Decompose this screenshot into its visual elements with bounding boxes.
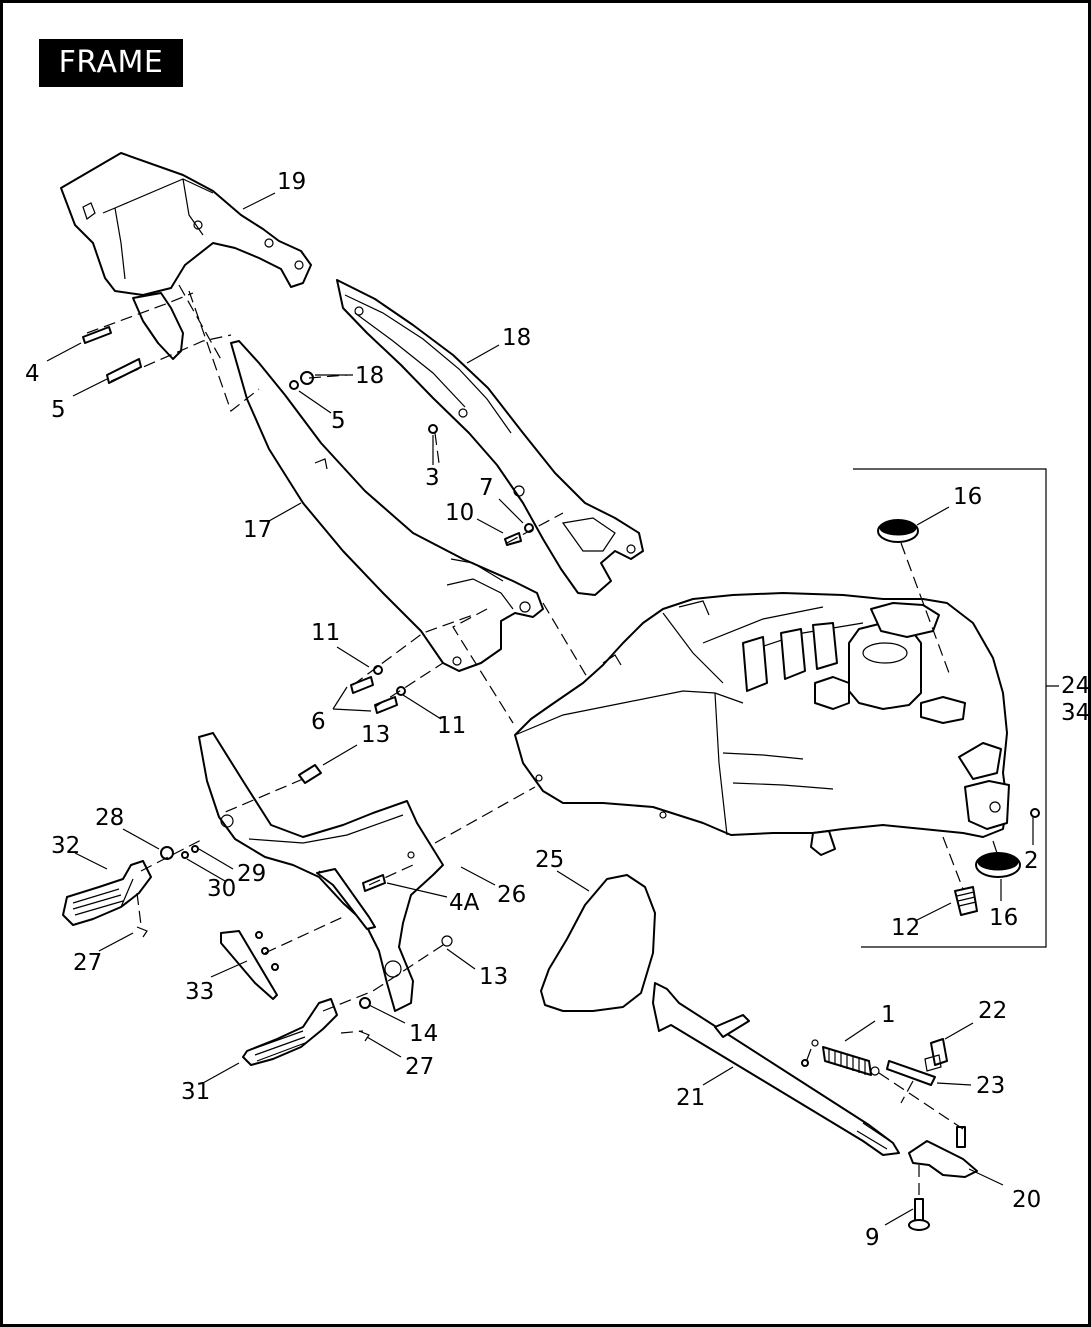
part-1-spring: [811, 1039, 880, 1076]
part-26-footpeg-bracket: [198, 732, 444, 1012]
callout-18-nut: 18: [355, 363, 384, 389]
callout-21: 21: [676, 1085, 705, 1111]
assembly-lines: [86, 284, 998, 1199]
callout-labels: 19 18 18 4 5 5 3 7 10 17 16 24 34 11 11 …: [25, 169, 1088, 1251]
frame-bracket: [853, 468, 1059, 948]
callout-11-upper: 11: [311, 620, 340, 646]
part-25-cover: [540, 874, 656, 1012]
part-2-fastener: [1030, 808, 1040, 818]
callout-22: 22: [978, 998, 1007, 1024]
callout-5-mid: 5: [331, 408, 346, 434]
part-12-plug: [954, 886, 978, 916]
callout-17: 17: [243, 517, 272, 543]
part-21-kickstand: [652, 982, 900, 1156]
part-18-seat-rail: [336, 279, 644, 596]
part-16-grommet-top: [877, 519, 919, 543]
callout-30: 30: [207, 876, 236, 902]
callout-34: 34: [1061, 700, 1088, 726]
callout-18-rail: 18: [502, 325, 531, 351]
callout-4: 4: [25, 361, 40, 387]
callout-2: 2: [1024, 848, 1039, 874]
callout-9: 9: [865, 1225, 880, 1251]
callout-13-lower: 13: [479, 964, 508, 990]
callout-29: 29: [237, 861, 266, 887]
callout-23: 23: [976, 1073, 1005, 1099]
callout-10: 10: [445, 500, 474, 526]
part-32-footpeg-rider: [62, 860, 152, 926]
callout-13-upper: 13: [361, 722, 390, 748]
callout-12: 12: [891, 915, 920, 941]
callout-19: 19: [277, 169, 306, 195]
callout-26: 26: [497, 882, 526, 908]
callout-4A: 4A: [449, 890, 480, 916]
callout-16-bottom: 16: [989, 905, 1018, 931]
callout-3: 3: [425, 465, 440, 491]
callout-31: 31: [181, 1079, 210, 1105]
callout-24: 24: [1061, 673, 1088, 699]
callout-25: 25: [535, 847, 564, 873]
callout-20: 20: [1012, 1187, 1041, 1213]
callout-16-top: 16: [953, 484, 982, 510]
part-33-pad: [220, 930, 279, 1000]
callout-27-right: 27: [405, 1054, 434, 1080]
callout-7: 7: [479, 475, 494, 501]
part-23-switch-bracket: [886, 1060, 936, 1086]
part-17-side-rail: [230, 340, 544, 672]
callout-6: 6: [311, 709, 326, 735]
callout-33: 33: [185, 979, 214, 1005]
callout-5-left: 5: [51, 397, 66, 423]
callout-14: 14: [409, 1021, 438, 1047]
exploded-parts-diagram: 19 18 18 4 5 5 3 7 10 17 16 24 34 11 11 …: [25, 152, 1088, 1251]
part-31-footpeg-passenger: [242, 998, 338, 1066]
callout-1: 1: [881, 1002, 896, 1028]
part-22-switch: [924, 1038, 948, 1072]
callout-32: 32: [51, 833, 80, 859]
part-16-grommet-bottom: [975, 852, 1021, 878]
callout-11-lower: 11: [437, 713, 466, 739]
small-hardware: [82, 326, 809, 1067]
leader-lines: [46, 192, 1034, 1226]
part-24-main-frame: [514, 592, 1010, 856]
callout-28: 28: [95, 805, 124, 831]
part-9-bolt: [908, 1198, 930, 1231]
part-20-kickstand-bracket: [908, 1126, 978, 1178]
page-title: FRAME: [39, 39, 183, 87]
callout-27-left: 27: [73, 950, 102, 976]
part-19-tail-section: [60, 152, 312, 360]
